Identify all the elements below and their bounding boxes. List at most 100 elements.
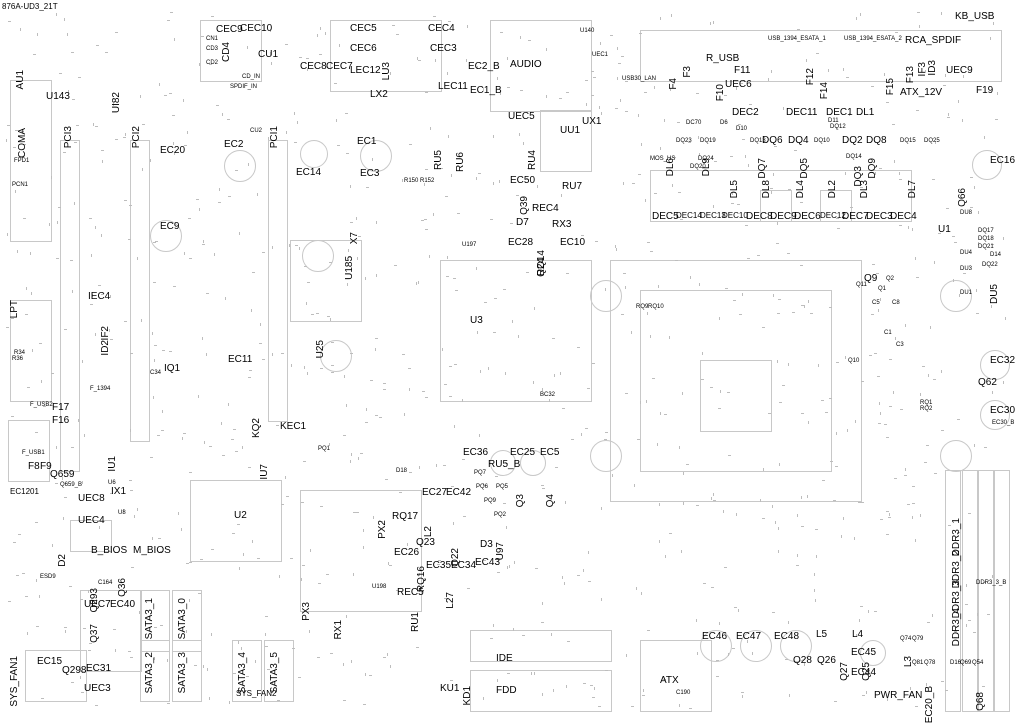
ref-designator: L4	[852, 629, 864, 640]
ref-designator: DEC6	[794, 211, 821, 222]
smd-pad	[59, 73, 62, 74]
smd-pad	[600, 42, 601, 45]
smd-pad	[601, 598, 602, 601]
smd-pad	[968, 620, 971, 621]
smd-pad	[243, 553, 244, 556]
smd-pad	[451, 174, 452, 177]
smd-pad	[732, 192, 733, 195]
smd-pad	[953, 279, 954, 282]
ref-designator: EC10	[560, 237, 586, 248]
smd-pad	[683, 502, 684, 505]
smd-pad	[699, 153, 700, 156]
small-ref-designator: DU8	[960, 210, 973, 216]
ref-designator: SATA3_0	[177, 598, 188, 640]
smd-pad	[383, 389, 386, 390]
smd-pad	[652, 378, 655, 379]
ref-designator: CEC3	[430, 43, 457, 54]
smd-pad	[41, 698, 44, 699]
capacitor-outline	[590, 280, 622, 312]
small-ref-designator: U197	[462, 242, 477, 248]
smd-pad	[847, 429, 848, 432]
smd-pad	[402, 354, 405, 355]
smd-pad	[554, 374, 555, 377]
smd-pad	[785, 659, 788, 660]
smd-pad	[484, 302, 487, 303]
ref-designator: UEC6	[725, 79, 752, 90]
ref-designator: F8	[28, 461, 40, 472]
small-ref-designator: DQ23	[676, 138, 692, 144]
ref-designator: DQ5	[799, 158, 810, 179]
smd-pad	[69, 586, 72, 587]
smd-pad	[768, 413, 771, 414]
smd-pad	[51, 373, 54, 374]
smd-pad	[659, 540, 660, 543]
ref-designator: DQ8	[866, 135, 887, 146]
small-ref-designator: DQ12	[830, 124, 846, 130]
small-ref-designator: DQ19	[700, 138, 716, 144]
smd-pad	[503, 503, 506, 504]
ref-designator: Q659	[50, 469, 75, 480]
smd-pad	[566, 273, 569, 274]
smd-pad	[167, 703, 170, 704]
smd-pad	[25, 596, 28, 597]
smd-pad	[836, 362, 839, 363]
ref-designator: UEC8	[78, 493, 105, 504]
smd-pad	[866, 691, 867, 694]
smd-pad	[331, 342, 334, 343]
smd-pad	[562, 408, 565, 409]
smd-pad	[96, 45, 99, 46]
ref-designator: KQ2	[251, 418, 262, 439]
smd-pad	[115, 139, 118, 140]
smd-pad	[507, 673, 510, 674]
smd-pad	[483, 483, 484, 486]
smd-pad	[173, 142, 174, 145]
ref-designator: SATA3_3	[177, 652, 188, 694]
smd-pad	[178, 512, 179, 515]
smd-pad	[952, 236, 955, 237]
smd-pad	[373, 516, 374, 519]
smd-pad	[88, 650, 91, 651]
smd-pad	[868, 610, 869, 613]
ref-designator: IU1	[107, 456, 118, 472]
ref-designator: EC31	[86, 663, 112, 674]
smd-pad	[450, 680, 453, 681]
smd-pad	[697, 652, 698, 655]
smd-pad	[141, 319, 142, 322]
smd-pad	[311, 314, 314, 315]
smd-pad	[581, 433, 582, 436]
smd-pad	[394, 265, 397, 266]
smd-pad	[912, 516, 913, 519]
smd-pad	[690, 276, 691, 279]
small-ref-designator: USB_1394_ESATA_1	[768, 36, 826, 42]
smd-pad	[561, 194, 562, 197]
small-ref-designator: Q11	[856, 282, 867, 288]
ref-designator: Q68	[975, 692, 986, 711]
smd-pad	[430, 127, 431, 130]
ref-designator: F12	[805, 68, 816, 86]
smd-pad	[30, 252, 31, 255]
ref-designator: PWR_FAN	[874, 690, 923, 701]
smd-pad	[991, 244, 994, 245]
smd-pad	[270, 52, 271, 55]
smd-pad	[326, 574, 329, 575]
footprint-outline	[60, 140, 80, 472]
smd-pad	[128, 239, 131, 240]
smd-pad	[920, 514, 921, 517]
smd-pad	[679, 446, 680, 449]
ref-designator: KB_USB	[955, 11, 995, 22]
smd-pad	[992, 575, 993, 578]
small-ref-designator: F_USB1	[22, 450, 45, 456]
smd-pad	[716, 676, 719, 677]
smd-pad	[925, 70, 926, 73]
smd-pad	[941, 430, 944, 431]
smd-pad	[845, 172, 846, 175]
smd-pad	[829, 398, 832, 399]
ref-designator: IX1	[111, 486, 127, 497]
capacitor-outline	[490, 450, 516, 476]
ref-designator: DU5	[989, 284, 1000, 305]
smd-pad	[425, 169, 428, 170]
smd-pad	[713, 493, 714, 496]
smd-pad	[301, 578, 302, 581]
smd-pad	[749, 104, 752, 105]
smd-pad	[160, 551, 163, 552]
